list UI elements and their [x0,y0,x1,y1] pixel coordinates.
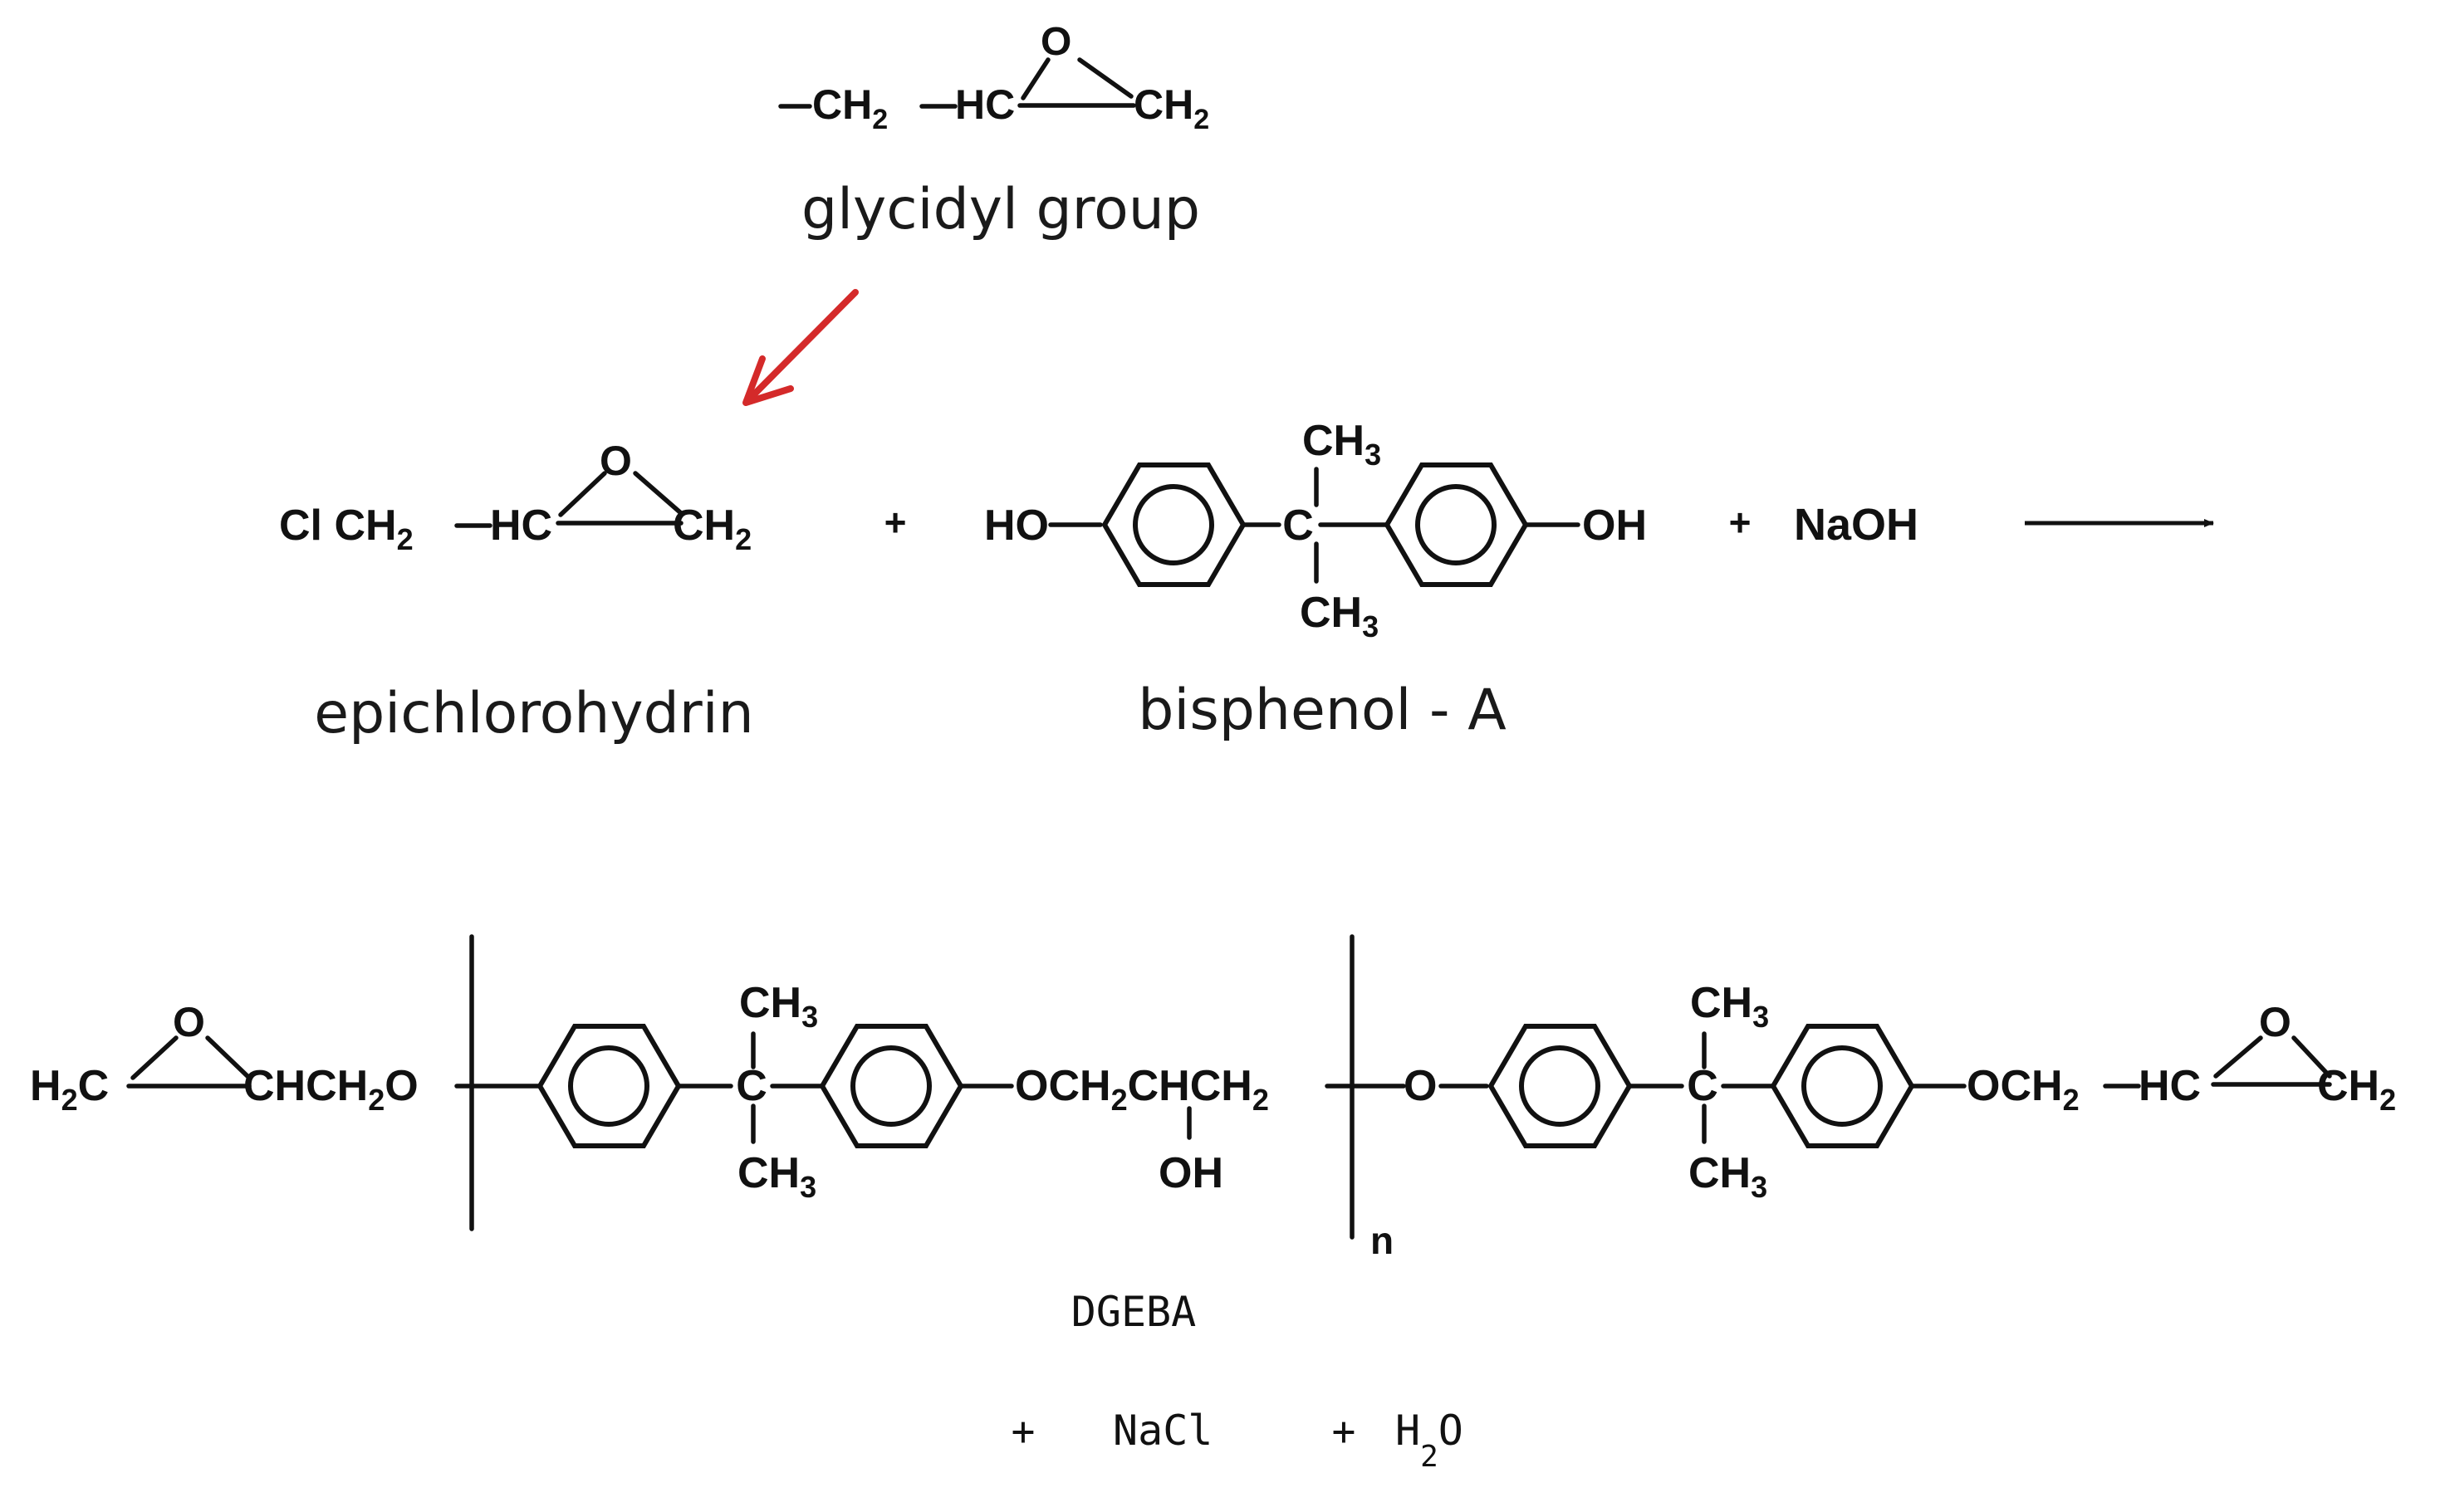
svg-text:HC: HC [490,502,552,550]
svg-text:O: O [600,438,632,484]
svg-text:OH: OH [1159,1149,1223,1197]
plus-sign: + [1012,1408,1036,1455]
glycidyl-group-structure: CH2 HC O CH2 [778,20,1209,135]
svg-text:O: O [2259,999,2291,1045]
svg-text:O: O [1404,1062,1437,1110]
svg-text:HC: HC [955,81,1015,128]
svg-text:CH3: CH3 [1688,1149,1767,1204]
svg-text:CH2: CH2 [1134,81,1209,135]
svg-text:H2C: H2C [30,1062,109,1117]
svg-text:OH: OH [1582,502,1647,550]
svg-text:CH3: CH3 [1302,417,1381,472]
dgeba-label: DGEBA [1071,1288,1197,1336]
epichlorohydrin-label: epichlorohydrin [314,681,753,746]
svg-text:OCH2: OCH2 [1967,1062,2080,1117]
svg-text:n: n [1370,1219,1394,1262]
svg-text:CH2: CH2 [2317,1062,2396,1117]
svg-text:CH2: CH2 [812,81,888,135]
svg-text:Cl CH2: Cl CH2 [279,502,414,556]
svg-text:CH2: CH2 [673,502,752,556]
red-arrow-icon [742,289,859,406]
bisphenol-a-structure: HO C CH3 CH3 OH [984,417,1647,643]
bisphenol-a-label: bisphenol - A [1138,678,1506,743]
svg-text:CHCH2O: CHCH2O [243,1062,419,1117]
svg-text:C: C [1687,1062,1718,1110]
plus-sign: + [1729,501,1752,544]
byproducts: + NaCl + H2O [1012,1407,1463,1474]
naoh-reagent: NaOH [1794,500,1918,550]
epichlorohydrin-structure: Cl CH2 HC O CH2 [279,438,752,556]
svg-text:O: O [1041,20,1071,64]
svg-text:CH3: CH3 [1690,979,1769,1034]
svg-text:CH3: CH3 [1300,589,1379,643]
svg-text:C: C [1282,502,1314,550]
svg-text:HC: HC [2139,1062,2201,1110]
water-byproduct: H2O [1395,1407,1463,1474]
nacl-byproduct: NaCl [1113,1407,1213,1455]
dgeba-structure: H2C O CHCH2O C CH3 CH3 OCH2CHCH2 OH n O [30,934,2396,1262]
svg-text:CH3: CH3 [739,979,818,1034]
plus-sign: + [1332,1408,1356,1455]
plus-sign: + [884,501,907,544]
svg-text:CH3: CH3 [737,1149,816,1204]
glycidyl-group-label: glycidyl group [801,177,1200,242]
svg-text:C: C [736,1062,767,1110]
svg-text:HO: HO [984,502,1049,550]
svg-text:OCH2CHCH2: OCH2CHCH2 [1015,1062,1269,1117]
